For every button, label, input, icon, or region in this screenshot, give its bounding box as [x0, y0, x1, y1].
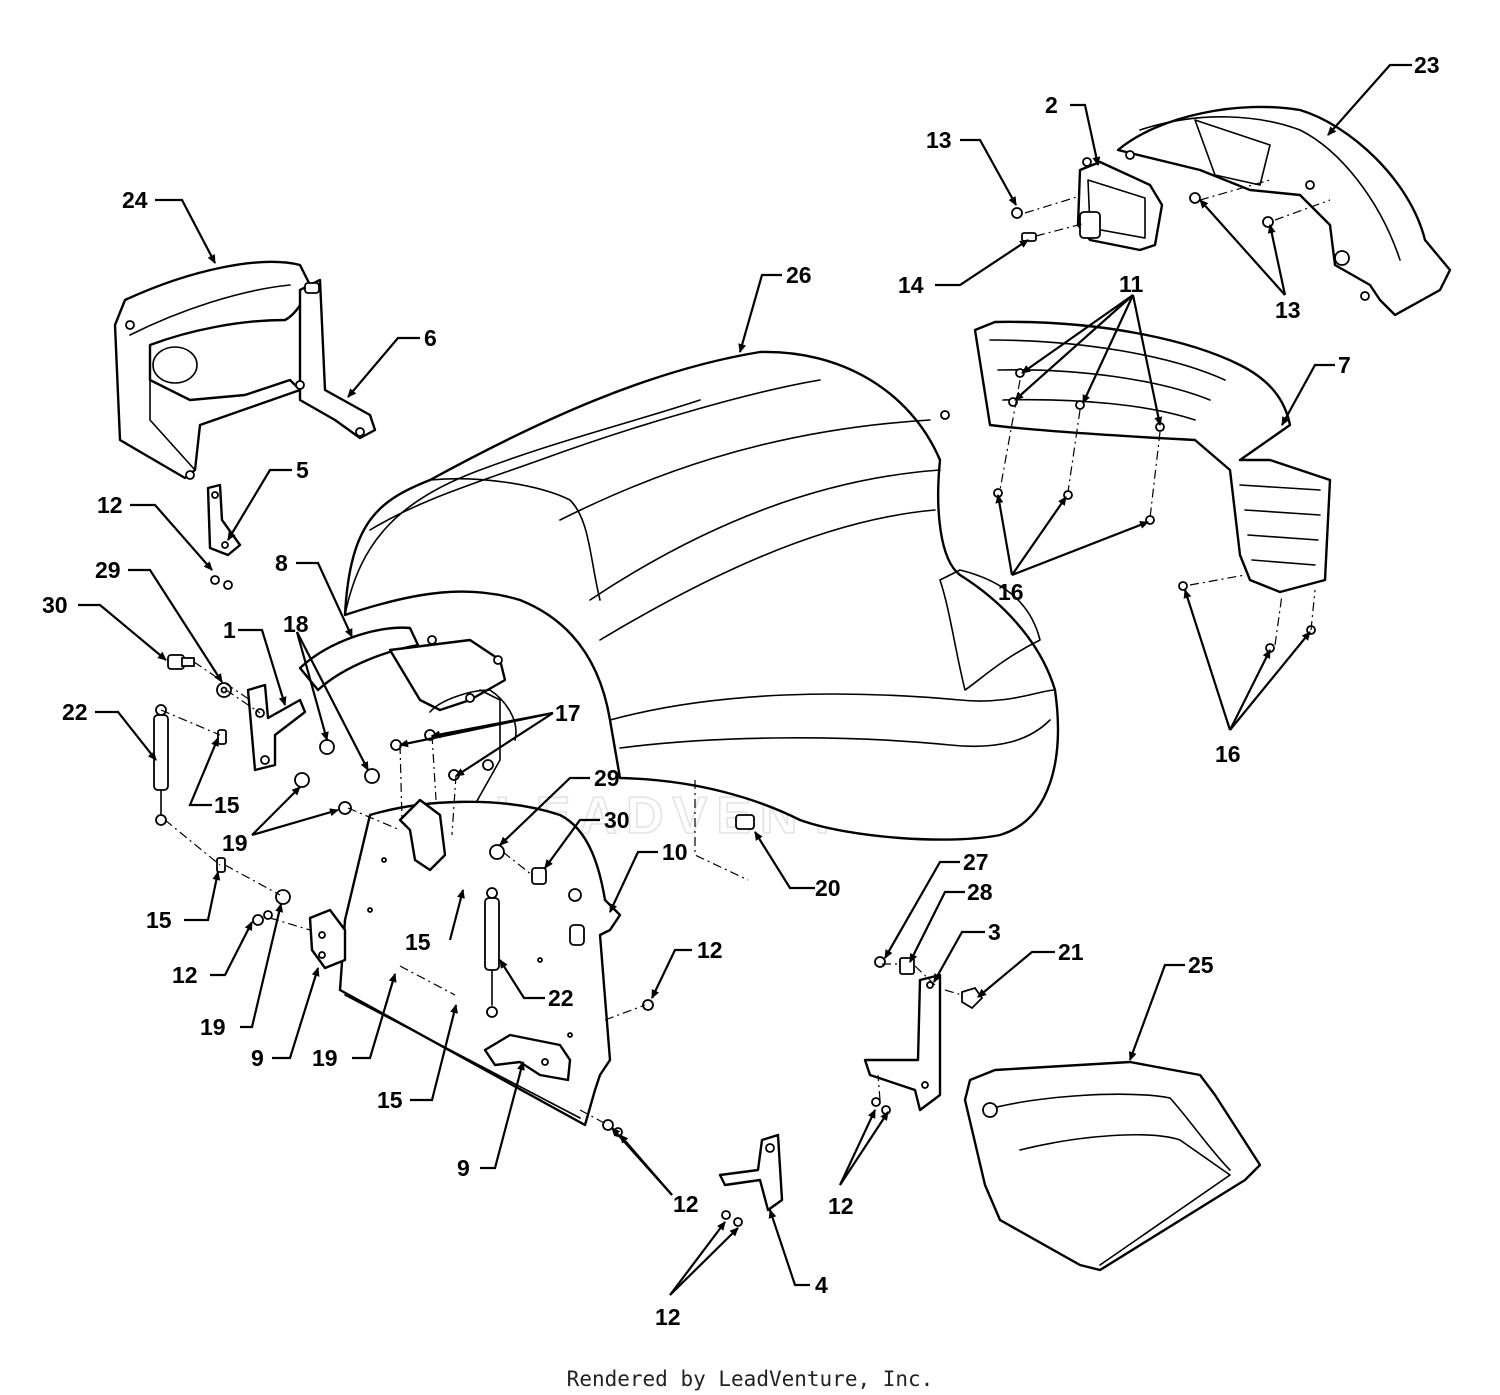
- callout-13-a: 13: [926, 127, 952, 153]
- gas-spring-part-22-center: [484, 887, 500, 1018]
- callout-10: 10: [662, 839, 688, 865]
- nut-part-18: [319, 739, 380, 784]
- callout-9-a: 9: [251, 1045, 264, 1071]
- callout-26: 26: [786, 262, 812, 288]
- bracket-part-9-right: [483, 1033, 572, 1082]
- footer-credit: Rendered by LeadVenture, Inc.: [567, 1367, 934, 1391]
- nut-part-21: [961, 986, 984, 1010]
- callout-20: 20: [815, 875, 841, 901]
- clip-part-20: [694, 780, 755, 881]
- washer-part-29-left: [216, 682, 232, 698]
- panel-part-10: [338, 798, 622, 1127]
- callout-29-left: 29: [95, 557, 121, 583]
- callout-2: 2: [1045, 92, 1058, 118]
- callout-24: 24: [122, 187, 148, 213]
- callout-12-d: 12: [673, 1191, 699, 1217]
- callout-17: 17: [555, 700, 581, 726]
- gas-spring-part-22-left: [153, 704, 169, 826]
- bolt-part-30-center: [531, 867, 547, 885]
- callout-19-a: 19: [222, 830, 248, 856]
- callout-3: 3: [988, 919, 1001, 945]
- callout-25: 25: [1188, 952, 1214, 978]
- screw-part-14: [1021, 232, 1037, 242]
- callout-12-a: 12: [97, 492, 123, 518]
- callout-6: 6: [424, 325, 437, 351]
- callout-14: 14: [898, 272, 924, 298]
- pin-part-27: [874, 956, 886, 968]
- screw-part-12: [252, 910, 891, 1227]
- callout-21: 21: [1058, 939, 1084, 965]
- callout-11: 11: [1119, 271, 1144, 297]
- hood-part-26: [343, 350, 1060, 841]
- bracket-part-3: [863, 973, 942, 1112]
- callout-12-c: 12: [697, 937, 723, 963]
- callout-9-b: 9: [457, 1155, 470, 1181]
- callout-22-center: 22: [548, 985, 574, 1011]
- callout-12-e: 12: [655, 1304, 681, 1330]
- callout-22-left: 22: [62, 699, 88, 725]
- washer-part-29-center: [489, 844, 505, 860]
- callout-labels: 24 6 5 12 29 30 1 8 18 22 15 19 15 12 19…: [42, 52, 1440, 1330]
- bracket-part-4: [718, 1133, 784, 1212]
- callout-15-c: 15: [377, 1087, 403, 1113]
- screw-part-12-a: [210, 575, 233, 590]
- callout-23: 23: [1414, 52, 1440, 78]
- callout-8: 8: [275, 550, 288, 576]
- callout-15-b: 15: [146, 907, 172, 933]
- callout-12-f: 12: [828, 1193, 854, 1219]
- callout-1: 1: [223, 617, 236, 643]
- bracket-part-6: [295, 278, 377, 440]
- callout-30-left: 30: [42, 592, 68, 618]
- headlight-part-2: [1076, 157, 1164, 252]
- grille-part-23: [1116, 105, 1452, 317]
- leader-lines: [78, 63, 1412, 1296]
- callout-19-b: 19: [200, 1014, 226, 1040]
- callout-30-center: 30: [604, 807, 630, 833]
- callout-27: 27: [963, 849, 989, 875]
- callout-19-c: 19: [312, 1045, 338, 1071]
- callout-13-b: 13: [1275, 297, 1301, 323]
- bolt-part-30-left: [167, 654, 195, 670]
- callout-29-center: 29: [594, 765, 620, 791]
- callout-18: 18: [283, 611, 309, 637]
- callout-15-d: 15: [405, 929, 431, 955]
- callout-12-b: 12: [172, 962, 198, 988]
- callout-28: 28: [967, 879, 993, 905]
- callout-15-a: 15: [214, 792, 240, 818]
- callout-7: 7: [1338, 352, 1351, 378]
- hinge-part-1: [246, 683, 307, 772]
- bracket-part-5: [206, 483, 242, 557]
- callout-5: 5: [296, 457, 309, 483]
- bracket-part-9-left: [308, 908, 347, 970]
- nut-part-17: [390, 729, 494, 781]
- callout-4: 4: [815, 1272, 828, 1298]
- side-panel-part-25: [963, 1060, 1262, 1272]
- callout-16-b: 16: [1215, 741, 1241, 767]
- callout-16-a: 16: [998, 579, 1024, 605]
- grille-part-24: [113, 260, 312, 480]
